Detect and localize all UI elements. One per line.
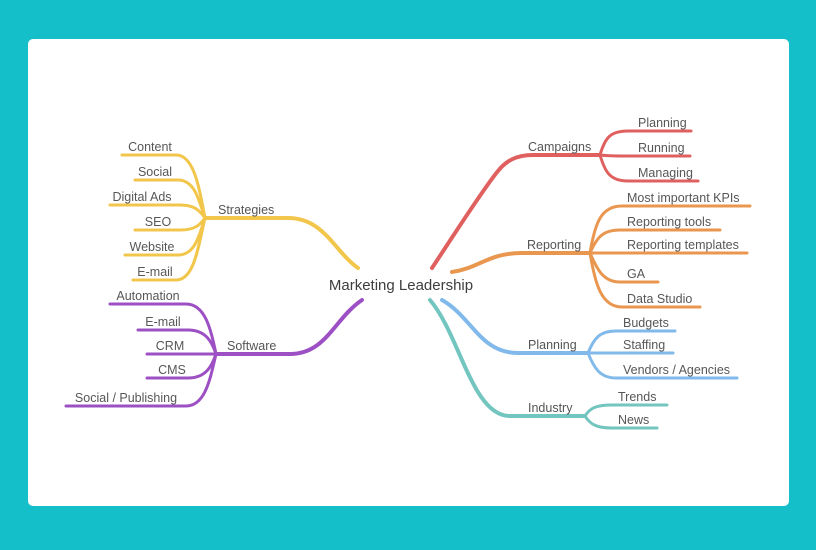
node-center[interactable]: Marketing Leadership [329, 277, 473, 294]
child-line-social [133, 178, 207, 220]
child-line-data-studio [588, 251, 702, 309]
branch-reporting: Reporting Most important KPIs Reporting … [450, 191, 752, 309]
node-staffing[interactable]: Staffing [623, 338, 665, 352]
node-ga[interactable]: GA [627, 267, 646, 281]
node-cms[interactable]: CMS [158, 363, 186, 377]
branch-line-industry [428, 298, 587, 418]
child-line-news [583, 414, 659, 430]
branch-industry: Industry Trends News [428, 298, 669, 430]
node-vendors-agencies[interactable]: Vendors / Agencies [623, 363, 730, 377]
mindmap-canvas: Strategies Content Social Digital Ads SE… [64, 116, 752, 430]
node-reporting-tools[interactable]: Reporting tools [627, 215, 711, 229]
branch-campaigns: Campaigns Planning Running Managing [430, 116, 700, 270]
node-planning[interactable]: Planning [528, 338, 577, 352]
branch-software: Software Automation E-mail CRM CMS Socia… [64, 289, 364, 408]
node-most-important-kpis[interactable]: Most important KPIs [627, 191, 740, 205]
child-line-email-strategies [131, 216, 207, 282]
child-line-reporting-tools [588, 228, 722, 255]
node-social-publishing[interactable]: Social / Publishing [75, 391, 177, 405]
node-budgets[interactable]: Budgets [623, 316, 669, 330]
node-crm[interactable]: CRM [156, 339, 184, 353]
node-news[interactable]: News [618, 413, 649, 427]
node-industry[interactable]: Industry [528, 401, 573, 415]
node-trends[interactable]: Trends [618, 390, 656, 404]
node-campaigns[interactable]: Campaigns [528, 140, 591, 154]
node-digital-ads[interactable]: Digital Ads [112, 190, 171, 204]
branch-line-strategies [203, 216, 360, 270]
branch-line-planning [440, 298, 590, 355]
child-line-most-important-kpis [588, 204, 752, 255]
node-social[interactable]: Social [138, 165, 172, 179]
node-email-strategies[interactable]: E-mail [137, 265, 172, 279]
node-data-studio[interactable]: Data Studio [627, 292, 692, 306]
node-strategies[interactable]: Strategies [218, 203, 274, 217]
node-software[interactable]: Software [227, 339, 276, 353]
node-seo[interactable]: SEO [145, 215, 172, 229]
branch-line-software [214, 298, 364, 356]
child-line-budgets [586, 329, 677, 355]
child-line-digital-ads [108, 203, 207, 220]
child-line-trends [583, 403, 669, 418]
child-line-running [598, 153, 692, 158]
branch-line-campaigns [430, 153, 602, 270]
child-line-managing [598, 153, 700, 183]
node-reporting-templates[interactable]: Reporting templates [627, 238, 739, 252]
node-email-software[interactable]: E-mail [145, 315, 180, 329]
branch-planning: Planning Budgets Staffing Vendors / Agen… [440, 298, 739, 380]
node-content[interactable]: Content [128, 140, 172, 154]
mindmap-panel: Strategies Content Social Digital Ads SE… [28, 39, 789, 506]
child-line-ga [588, 251, 660, 284]
child-line-email-software [136, 328, 218, 356]
node-managing[interactable]: Managing [638, 166, 693, 180]
node-website[interactable]: Website [130, 240, 175, 254]
node-planning-campaigns[interactable]: Planning [638, 116, 687, 130]
child-line-social-publishing [64, 352, 218, 408]
node-automation[interactable]: Automation [116, 289, 179, 303]
branch-line-reporting [450, 251, 592, 274]
child-line-planning-campaigns [598, 129, 693, 157]
node-running[interactable]: Running [638, 141, 685, 155]
branch-strategies: Strategies Content Social Digital Ads SE… [108, 140, 360, 282]
child-line-vendors-agencies [586, 351, 739, 380]
node-reporting[interactable]: Reporting [527, 238, 581, 252]
